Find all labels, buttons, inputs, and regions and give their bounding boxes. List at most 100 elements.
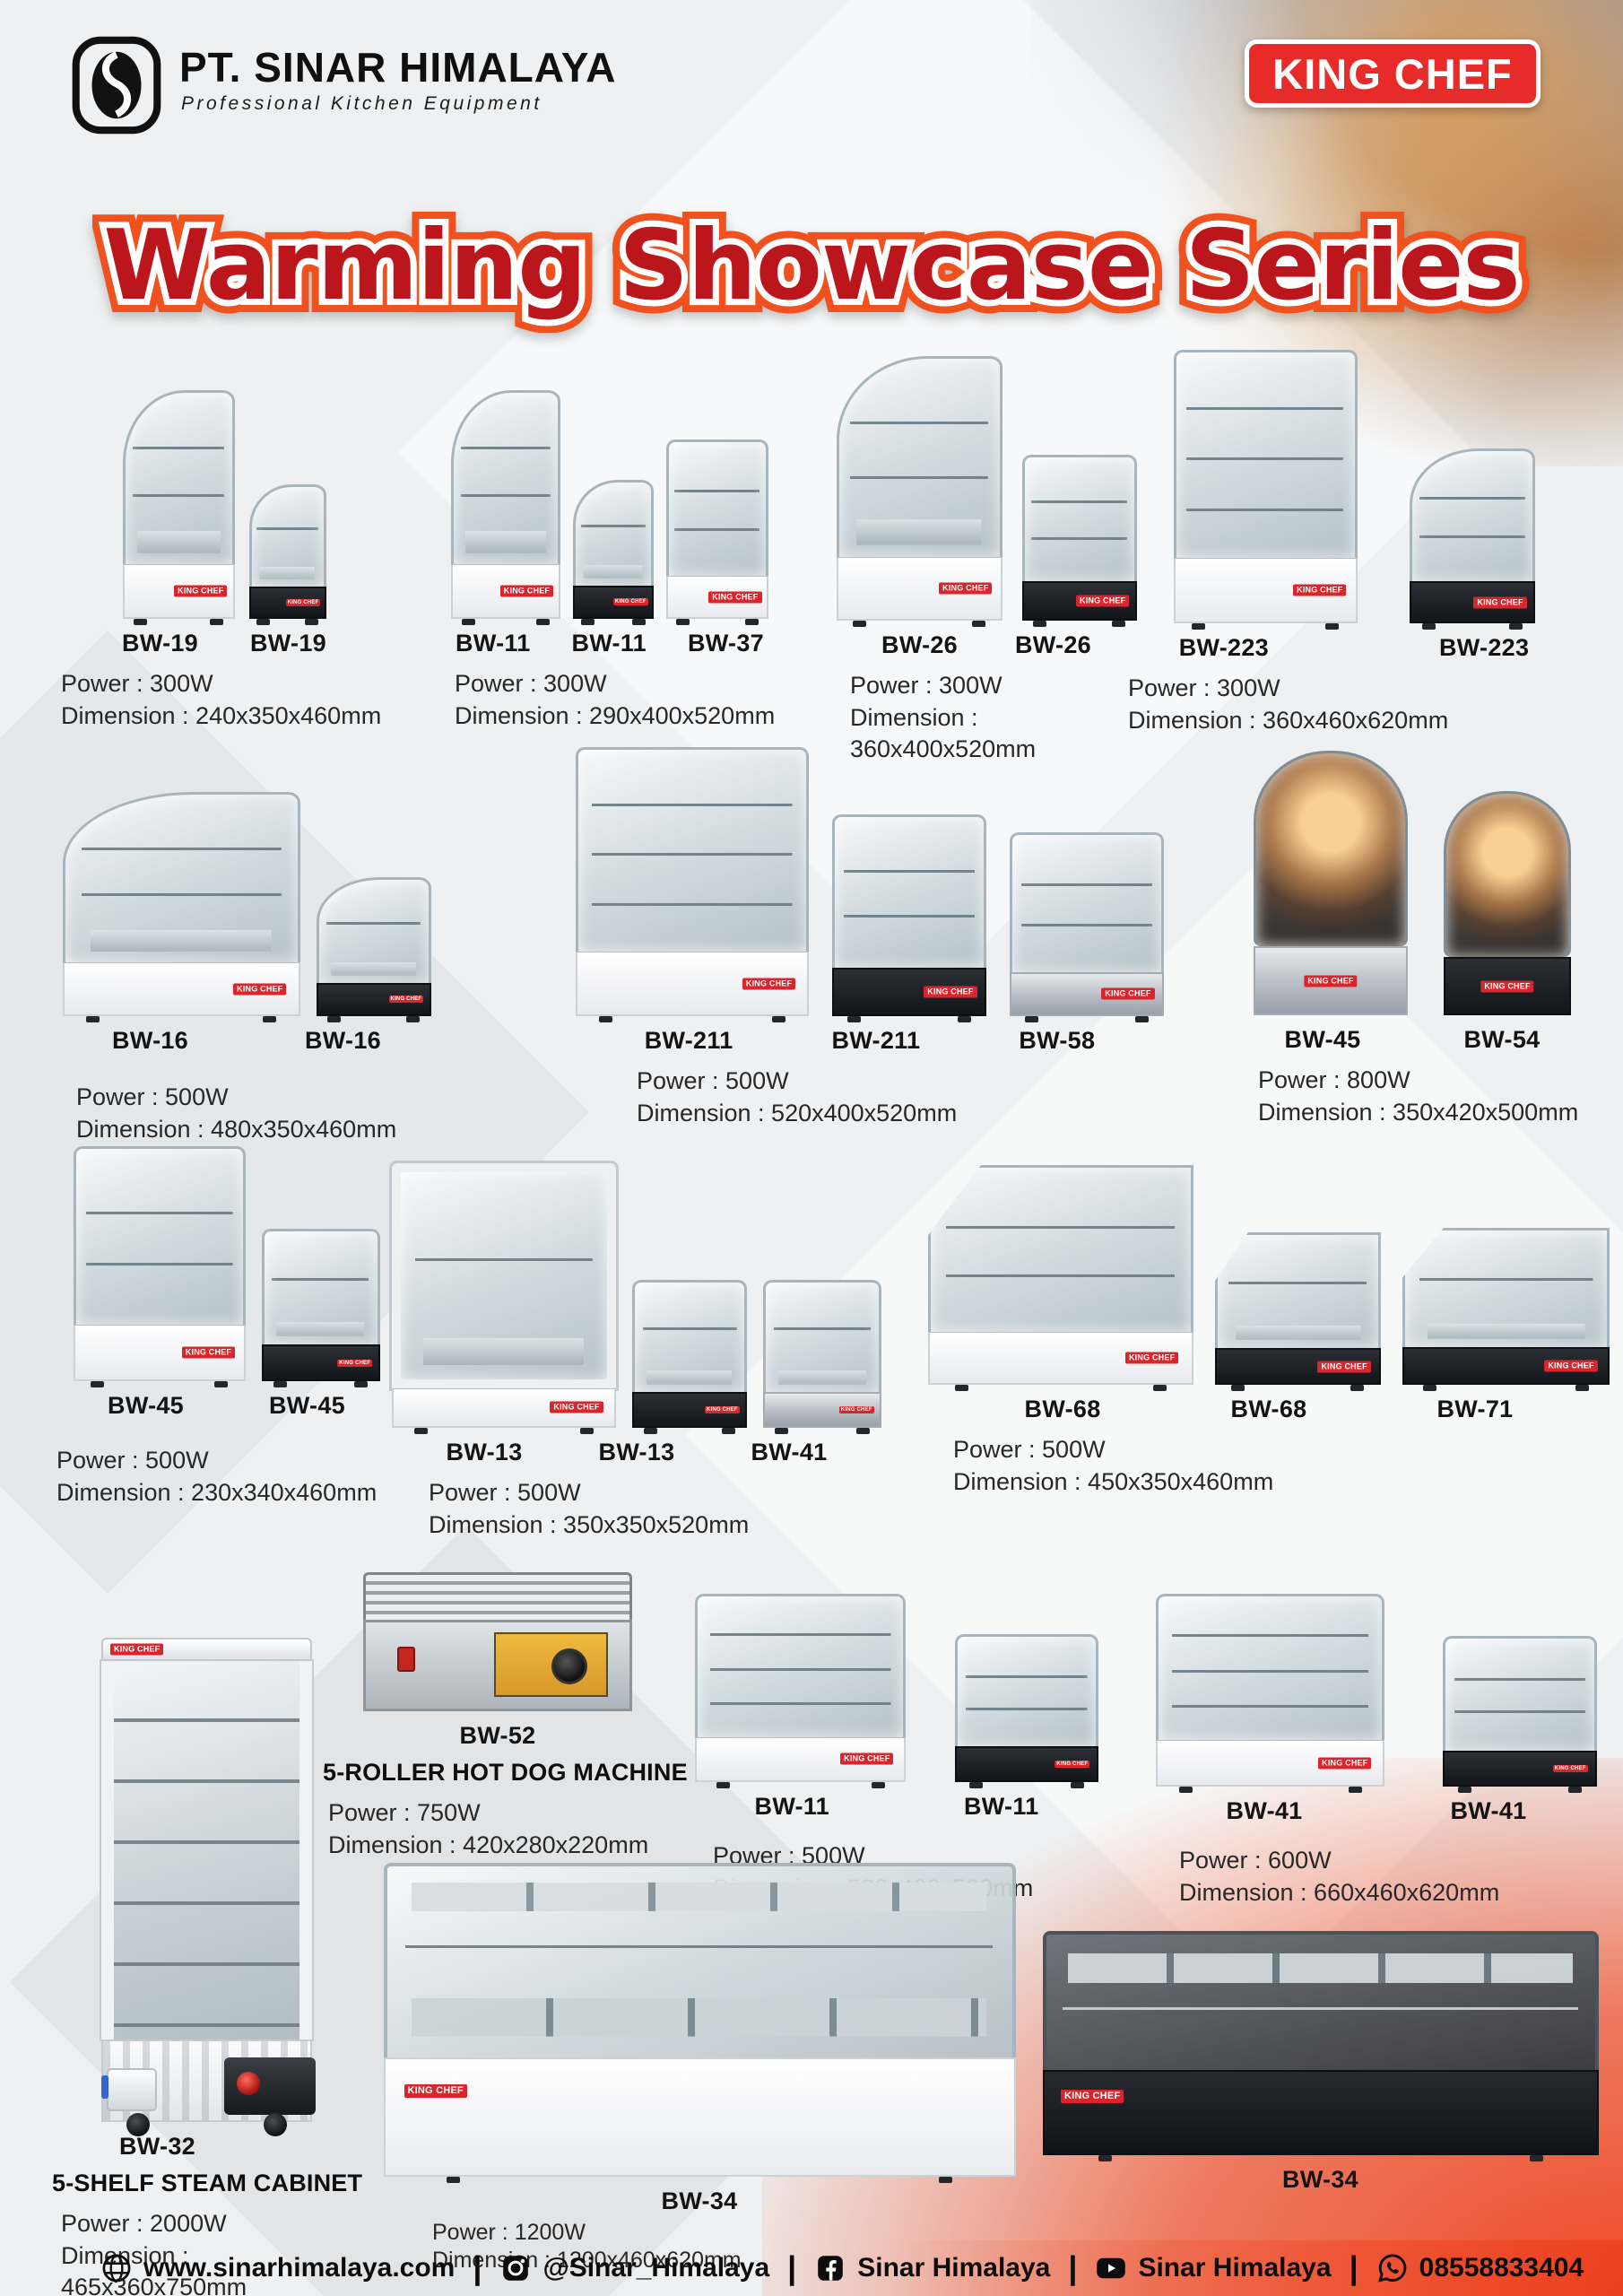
model-label: BW-41 [1450,1797,1527,1824]
product-bw13-white: KING CHEF [389,1161,619,1434]
product-images: KING CHEF KING CHEF [49,1141,404,1387]
whatsapp-number: 08558833404 [1419,2253,1584,2283]
king-chef-chip: KING CHEF [705,1406,740,1414]
footer-whatsapp[interactable]: 08558833404 [1376,2252,1584,2284]
company-name: PT. SINAR HIMALAYA [179,44,617,91]
dimension-spec: Dimension : 350x350x520mm [429,1510,750,1538]
separator: | [787,2249,797,2286]
dimension-spec: Dimension : 350x420x500mm [1258,1098,1579,1126]
king-chef-chip: KING CHEF [1124,1352,1179,1364]
model-label: BW-41 [1226,1797,1303,1824]
power-spec: Power : 500W [637,1067,789,1094]
king-chef-chip: KING CHEF [404,2084,467,2099]
product-bw34-white: KING CHEF [383,1863,1016,2183]
product-images: KING CHEF KING CHEF [686,1589,1107,1788]
model-label: BW-34 [1282,2166,1358,2193]
product-images: KING CHEF [52,1631,361,2136]
cabinet-top: KING CHEF [101,1638,312,1661]
model-labels: BW-52 [323,1722,673,1750]
model-labels: BW-45 BW-45 [49,1392,404,1420]
king-chef-chip: KING CHEF [1480,980,1534,992]
king-chef-chip: KING CHEF [742,978,796,989]
product-bw19-white: KING CHEF [122,390,235,625]
model-labels: BW-13 BW-13 BW-41 [386,1439,888,1466]
product-group-bw45-54: KING CHEF KING CHEF BW-45 BW-54 Power : … [1224,746,1601,1128]
product-subtitle: 5-SHELF STEAM CABINET [52,2170,363,2196]
sinar-himalaya-logo [70,36,163,139]
model-label: BW-13 [598,1439,675,1465]
footer-youtube[interactable]: Sinar Himalaya [1095,2252,1332,2284]
model-labels: BW-11 BW-11 BW-37 [399,630,820,657]
product-bw45-square-white: KING CHEF [73,1146,246,1387]
power-spec: Power : 500W [953,1436,1106,1463]
model-labels: BW-41 BW-41 [1148,1797,1605,1825]
model-label: BW-45 [108,1392,184,1419]
king-chef-chip: KING CHEF [233,983,287,995]
spec-block: Power : 300W Dimension : 360x400x520mm [825,670,1148,766]
king-chef-chip: KING CHEF [1060,2090,1124,2104]
king-chef-chip: KING CHEF [924,986,977,998]
separator: | [473,2249,482,2286]
product-bw37-white: KING CHEF [666,439,768,625]
product-bw71-black: KING CHEF [1402,1228,1610,1391]
product-bw11-wide-white: KING CHEF [695,1594,906,1788]
spec-block: Power : 300W Dimension : 290x400x520mm [399,668,820,732]
product-images: KING CHEF KING CHEF KING CHEF [560,743,1179,1022]
facebook-icon [814,2252,846,2284]
product-bw16-white: KING CHEF [62,792,300,1022]
king-chef-chip: KING CHEF [337,1359,373,1367]
product-group-bw26: KING CHEF KING CHEF BW-26 BW-26 Power : … [825,352,1148,766]
product-group-bw19: KING CHEF KING CHEF BW-19 BW-19 Power : … [54,381,395,732]
king-chef-chip: KING CHEF [181,1346,236,1359]
king-chef-chip: KING CHEF [1055,1761,1090,1769]
product-bw26-white: KING CHEF [836,356,1002,627]
model-label: BW-19 [250,630,326,657]
dimension-spec: Dimension : 240x350x460mm [61,701,382,729]
king-chef-badge: KING CHEF [1245,39,1541,108]
separator: | [1068,2249,1078,2286]
product-bw11-black: KING CHEF [573,480,654,625]
model-label: BW-32 [119,2133,195,2160]
product-bw45-round-steel: KING CHEF [1254,751,1408,1015]
product-images: KING CHEF KING CHEF [54,787,439,1022]
product-group-bw16: KING CHEF KING CHEF BW-16 BW-16 Power : … [54,787,439,1145]
king-chef-chip: KING CHEF [1473,596,1527,609]
dimension-spec: Dimension : 420x280x220mm [328,1831,649,1858]
product-bw211-black: KING CHEF [832,814,986,1022]
model-label: BW-26 [881,631,958,658]
king-chef-chip: KING CHEF [1544,1360,1598,1372]
product-group-bw34-black: KING CHEF BW-34 [1031,1926,1610,2194]
control-panel [494,1632,609,1697]
spec-block: Power : 500W Dimension : 520x400x520mm [560,1065,1179,1129]
power-spec: Power : 600W [1179,1847,1332,1874]
footer-facebook[interactable]: Sinar Himalaya [814,2252,1050,2284]
footer-website[interactable]: www.sinarhimalaya.com [100,2252,455,2284]
model-label: BW-26 [1015,631,1091,658]
product-group-bw11-pair: KING CHEF KING CHEF BW-11 BW-11 Power : … [686,1589,1107,1904]
spec-block: Power : 800W Dimension : 350x420x500mm [1224,1065,1601,1128]
product-group-bw45-square: KING CHEF KING CHEF BW-45 BW-45 Power : … [49,1141,404,1509]
spec-block: Power : 500W Dimension : 350x350x520mm [386,1477,888,1541]
globe-icon [100,2252,133,2284]
model-labels: BW-11 BW-11 [686,1793,1107,1821]
product-bw223-black: KING CHEF [1409,448,1535,630]
footer-instagram[interactable]: @Sinar_Himalaya [499,2252,769,2284]
model-label: BW-13 [446,1439,523,1465]
product-group-bw11-37: KING CHEF KING CHEF KING CHEF BW-11 BW-1… [399,381,820,732]
unit-base: KING CHEF [383,2057,1016,2177]
dimension-spec: Dimension : 450x350x460mm [953,1467,1274,1495]
model-labels: BW-26 BW-26 [825,631,1148,659]
product-bw211-white: KING CHEF [576,747,809,1022]
wheel [263,2113,287,2136]
power-spec: Power : 500W [76,1083,229,1110]
model-labels: BW-32 [119,2133,361,2161]
model-label: BW-11 [571,630,647,657]
spec-block: Power : 300W Dimension : 360x460x620mm [1112,673,1596,736]
product-subtitle: 5-ROLLER HOT DOG MACHINE [323,1759,688,1786]
product-images: KING CHEF KING CHEF [54,381,395,625]
product-bw58-steel: KING CHEF [1010,832,1164,1022]
cabinet-glass-door [100,1659,314,2041]
product-images: KING CHEF [377,1858,1022,2183]
model-labels: BW-45 BW-54 [1224,1026,1601,1054]
product-bw68-white: KING CHEF [928,1165,1193,1391]
